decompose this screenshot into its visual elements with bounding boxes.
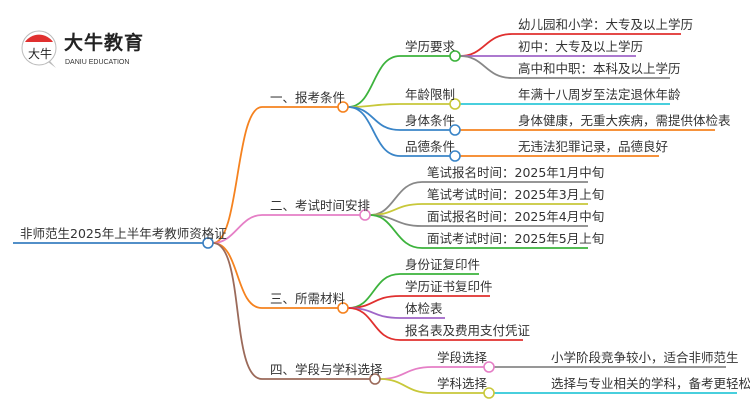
leaf: 幼儿园和小学：大专及以上学历 — [518, 17, 694, 32]
root-node — [202, 237, 214, 249]
branch-2: 二、考试时间安排 — [270, 198, 371, 213]
topic-health: 身体条件 — [405, 113, 456, 128]
leaf: 初中：大专及以上学历 — [518, 39, 644, 54]
svg-text:大牛: 大牛 — [28, 46, 52, 61]
branch-3: 三、所需材料 — [270, 291, 346, 306]
leaf: 学历证书复印件 — [405, 279, 493, 294]
leaf: 小学阶段竞争较小，适合非师范生 — [551, 350, 739, 365]
root-topic: 非师范生2025年上半年考教师资格证 — [20, 226, 227, 241]
topic-stage: 学段选择 — [437, 350, 488, 365]
leaf: 选择与专业相关的学科，备考更轻松 — [551, 376, 750, 391]
edge-b2 — [212, 214, 360, 244]
leaf: 年满十八周岁至法定退休年龄 — [518, 87, 681, 102]
leaf: 笔试报名时间：2025年1月中旬 — [427, 165, 605, 180]
topic-education: 学历要求 — [405, 39, 456, 54]
leaf: 面试考试时间：2025年5月上旬 — [427, 231, 605, 246]
leaf: 笔试考试时间：2025年3月上旬 — [427, 187, 605, 202]
topic-conduct: 品德条件 — [405, 139, 456, 154]
logo-name: 大牛教育 — [64, 32, 145, 54]
branch-4: 四、学段与学科选择 — [270, 362, 383, 377]
logo-mark-icon: 大牛 — [21, 30, 57, 68]
edge-b4 — [212, 242, 370, 380]
leaf: 高中和中职：本科及以上学历 — [518, 61, 681, 76]
branch-1: 一、报考条件 — [270, 90, 346, 105]
leaf: 体检表 — [405, 301, 443, 316]
leaf: 面试报名时间：2025年4月中旬 — [427, 209, 605, 224]
topic-age: 年龄限制 — [405, 87, 456, 102]
topic-subject: 学科选择 — [437, 376, 488, 391]
leaf: 身份证复印件 — [405, 257, 481, 272]
leaf: 无违法犯罪记录，品德良好 — [518, 139, 669, 154]
leaf: 身体健康，无重大疾病，需提供体检表 — [518, 113, 731, 128]
leaf: 报名表及费用支付凭证 — [405, 323, 531, 338]
logo-subtitle: DANIU EDUCATION — [65, 59, 130, 66]
edge-b1 — [212, 106, 338, 244]
